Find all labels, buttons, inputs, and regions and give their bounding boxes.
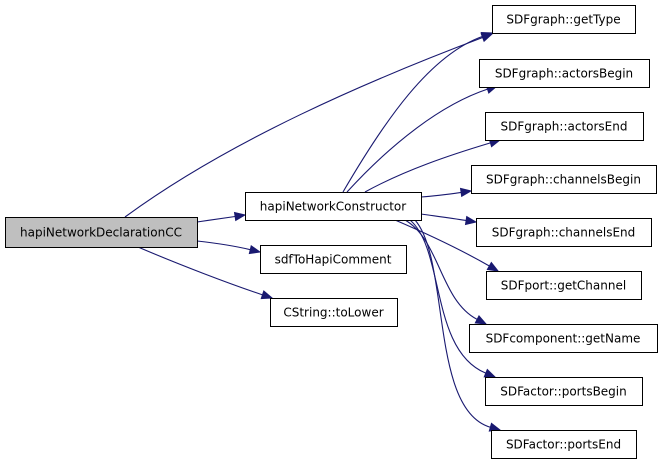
edge-line: [342, 35, 483, 193]
node-box[interactable]: [260, 245, 407, 274]
edge-line: [364, 142, 491, 193]
node-label: SDFgraph::actorsEnd: [501, 120, 628, 134]
nodes-layer: hapiNetworkDeclarationCC hapiNetworkConst…: [5, 5, 658, 459]
edge-line: [196, 240, 251, 251]
node-label: sdfToHapiComment: [275, 253, 392, 267]
node-box[interactable]: [491, 430, 637, 459]
edge-ctor-to-getType: [342, 32, 494, 193]
node-box[interactable]: [469, 324, 658, 353]
edges-layer: [124, 32, 502, 432]
node-box[interactable]: [485, 377, 643, 406]
node-getChannel[interactable]: SDFport::getChannel: [486, 271, 642, 300]
arrowhead-icon: [248, 244, 262, 255]
edge-root-to-tolower: [137, 246, 274, 300]
node-portsEnd[interactable]: SDFactor::portsEnd: [491, 430, 637, 459]
edge-line: [420, 191, 462, 198]
arrowhead-icon: [474, 314, 488, 325]
node-box[interactable]: [486, 271, 642, 300]
arrowhead-icon: [486, 261, 500, 272]
edge-line: [420, 213, 467, 222]
arrowhead-icon: [488, 422, 502, 432]
node-box[interactable]: [492, 5, 636, 34]
node-label: SDFcomponent::getName: [486, 332, 641, 346]
edge-root-to-comment: [196, 240, 262, 255]
edge-line: [394, 219, 490, 267]
node-box[interactable]: [270, 298, 398, 327]
node-label: CString::toLower: [283, 306, 383, 320]
node-label: SDFport::getChannel: [501, 279, 626, 293]
node-portsBegin[interactable]: SDFactor::portsBegin: [485, 377, 643, 406]
arrowhead-icon: [483, 368, 497, 378]
node-box[interactable]: [471, 165, 657, 194]
node-box[interactable]: [245, 192, 422, 221]
node-ctor[interactable]: hapiNetworkConstructor: [245, 192, 422, 221]
arrowhead-icon: [260, 290, 274, 300]
edge-ctor-to-portsBegin: [409, 219, 497, 378]
edge-line: [124, 37, 483, 218]
node-label: SDFgraph::channelsBegin: [486, 173, 641, 187]
node-getType[interactable]: SDFgraph::getType: [492, 5, 636, 34]
node-label: SDFgraph::getType: [506, 13, 620, 27]
edge-root-to-getType: [124, 33, 494, 218]
node-label: SDFactor::portsEnd: [506, 438, 621, 452]
node-getName[interactable]: SDFcomponent::getName: [469, 324, 658, 353]
node-tolower[interactable]: CString::toLower: [270, 298, 398, 327]
node-channelsBegin[interactable]: SDFgraph::channelsBegin: [471, 165, 657, 194]
edge-line: [409, 219, 486, 374]
edge-root-to-ctor: [196, 211, 247, 223]
node-comment[interactable]: sdfToHapiComment: [260, 245, 407, 274]
node-box[interactable]: [479, 59, 650, 88]
edge-ctor-to-getName: [404, 219, 488, 325]
node-box[interactable]: [485, 112, 644, 141]
edge-line: [346, 88, 488, 193]
node-label: SDFactor::portsBegin: [500, 385, 627, 399]
node-channelsEnd[interactable]: SDFgraph::channelsEnd: [476, 218, 652, 247]
node-label: hapiNetworkDeclarationCC: [20, 226, 182, 240]
node-box[interactable]: [476, 218, 652, 247]
edge-ctor-to-channelsEnd: [420, 213, 478, 226]
edge-ctor-to-getChannel: [394, 219, 500, 272]
arrowhead-icon: [480, 32, 494, 41]
node-label: hapiNetworkConstructor: [260, 200, 406, 214]
arrowhead-icon: [464, 215, 478, 226]
node-actorsBegin[interactable]: SDFgraph::actorsBegin: [479, 59, 650, 88]
edge-line: [404, 219, 478, 320]
node-box[interactable]: [5, 217, 198, 248]
edge-line: [137, 246, 263, 296]
arrowhead-icon: [233, 211, 247, 222]
node-actorsEnd[interactable]: SDFgraph::actorsEnd: [485, 112, 644, 141]
node-label: SDFgraph::channelsEnd: [492, 226, 636, 240]
edge-ctor-to-channelsBegin: [420, 187, 473, 198]
node-root[interactable]: hapiNetworkDeclarationCC: [5, 217, 198, 248]
edge-line: [196, 215, 236, 223]
edge-line: [414, 219, 491, 428]
node-label: SDFgraph::actorsBegin: [495, 67, 633, 81]
arrowhead-icon: [459, 187, 473, 198]
